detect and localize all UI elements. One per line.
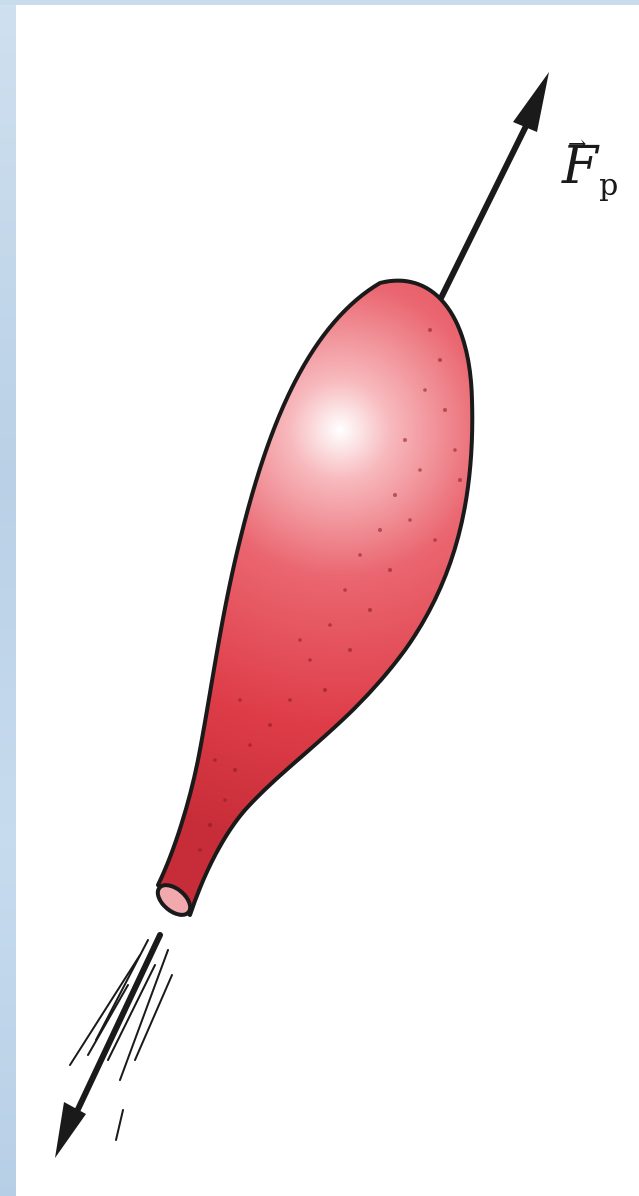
force-subscript: р [599, 168, 618, 203]
force-label: → Fр [562, 140, 617, 192]
vector-arrow-mark: → [568, 134, 586, 156]
balloon-icon [152, 281, 472, 921]
exhaust-jet-arrow-icon [55, 935, 172, 1158]
reaction-force-arrow-icon [440, 72, 549, 300]
